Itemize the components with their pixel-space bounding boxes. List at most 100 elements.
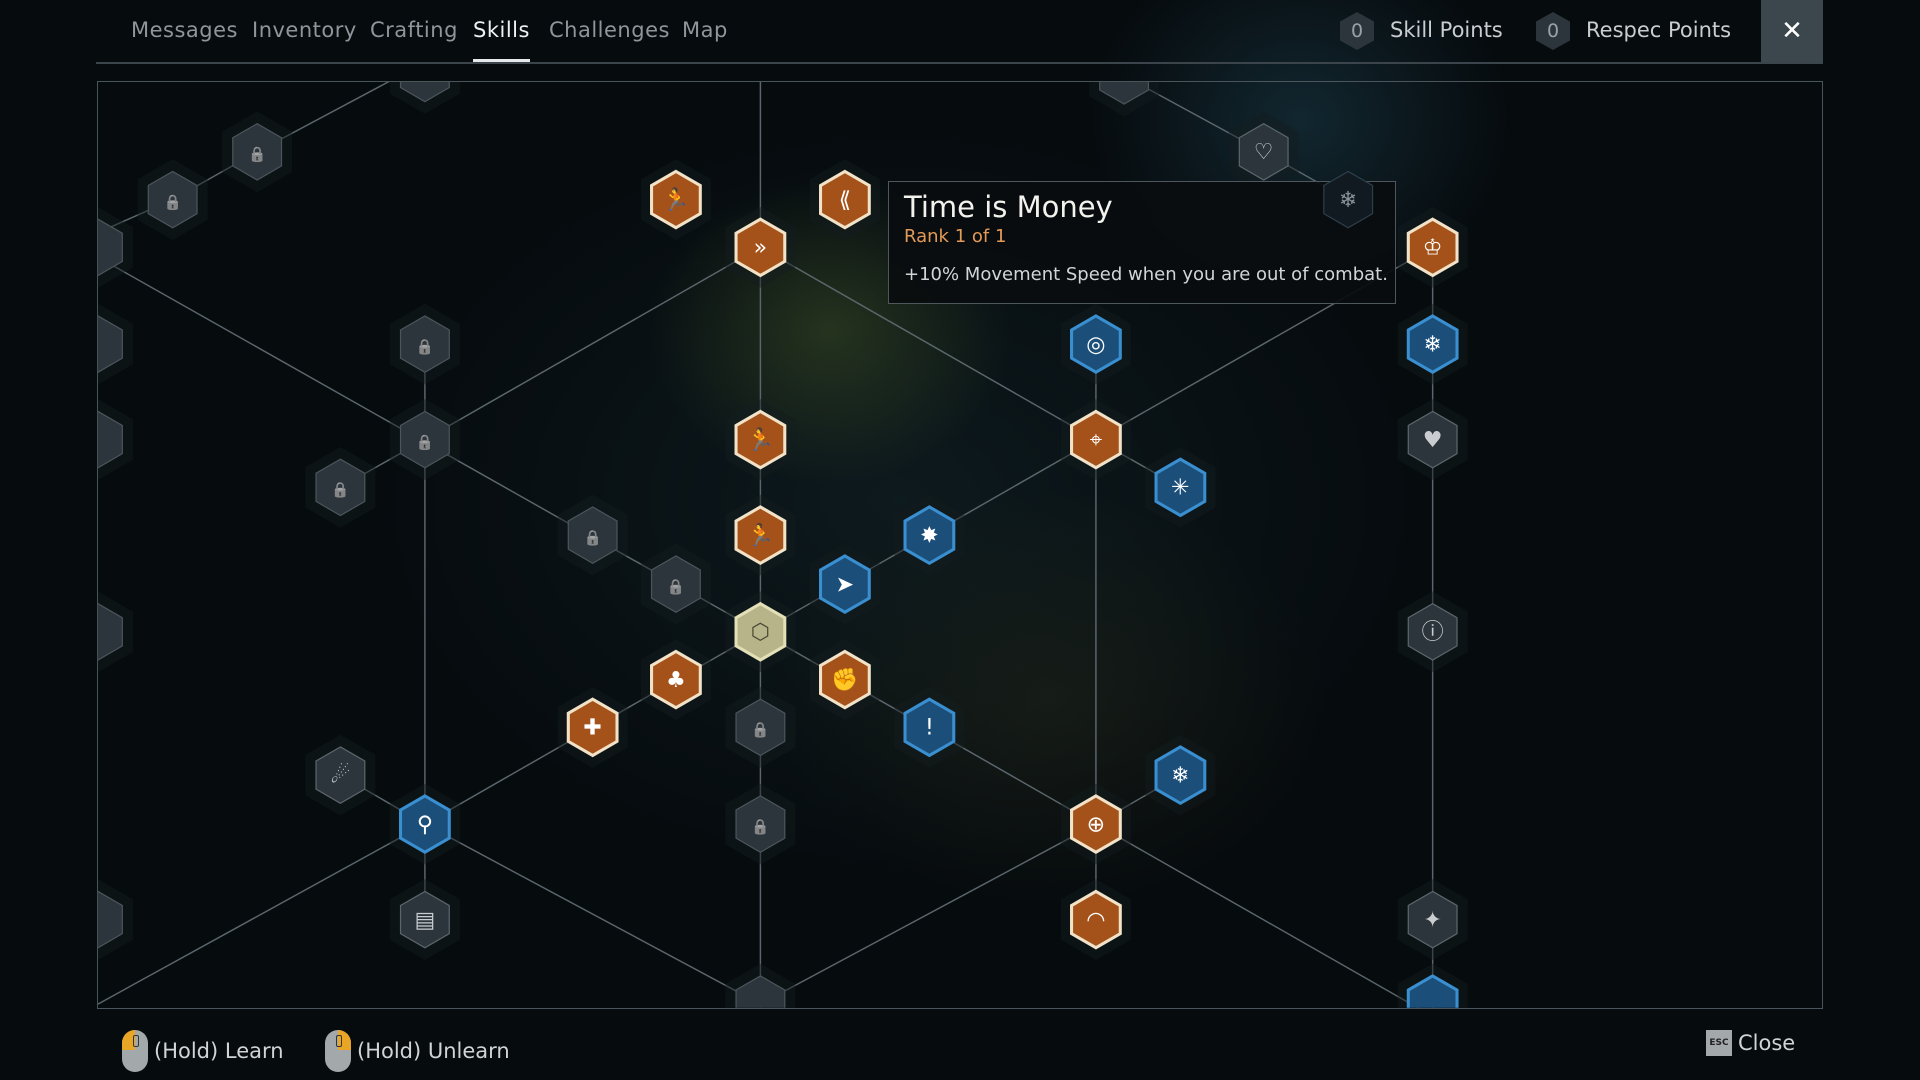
skill-node[interactable] bbox=[63, 206, 133, 288]
skill-node-frost[interactable]: ❄ bbox=[1323, 170, 1374, 229]
lock-icon: 🔒 bbox=[667, 578, 685, 595]
connector-line bbox=[760, 246, 1097, 441]
connector-line bbox=[424, 823, 761, 1005]
node-hexagon bbox=[97, 410, 123, 469]
skill-node-alert[interactable]: ⓘ bbox=[1397, 591, 1468, 673]
skill-node[interactable] bbox=[63, 879, 133, 960]
skill-node-cube[interactable]: ⬡ bbox=[725, 591, 796, 673]
skill-node-bullet[interactable]: ➤ bbox=[809, 543, 880, 625]
skill-node[interactable] bbox=[63, 303, 133, 385]
respec-points-label: Respec Points bbox=[1586, 18, 1732, 42]
skill-node-person-radar[interactable]: ☄ bbox=[305, 734, 376, 816]
node-hexagon bbox=[734, 505, 787, 566]
skill-node-clover[interactable]: ♣ bbox=[640, 639, 711, 720]
tab-skills[interactable]: Skills bbox=[473, 18, 530, 62]
skill-node-shield[interactable]: ! bbox=[894, 686, 965, 768]
node-hexagon bbox=[650, 169, 702, 230]
skill-node[interactable] bbox=[1397, 963, 1468, 1045]
skill-node-burst[interactable]: ✸ bbox=[894, 494, 965, 576]
skill-node-heart-ammo[interactable]: ♥ bbox=[1397, 399, 1468, 480]
skill-node-frost[interactable]: ❄ bbox=[1145, 734, 1216, 816]
node-hexagon bbox=[97, 602, 123, 661]
skill-node-heal-plus[interactable]: ✚ bbox=[557, 686, 628, 768]
skill-node-dash[interactable]: » bbox=[725, 206, 796, 288]
skill-node-runner[interactable]: 🏃 bbox=[640, 159, 711, 240]
tab-challenges[interactable]: Challenges bbox=[549, 18, 670, 42]
tab-map[interactable]: Map bbox=[682, 18, 728, 42]
skill-node-frost-ammo[interactable]: ❄ bbox=[1397, 303, 1468, 385]
heart-icon: ♡ bbox=[1254, 140, 1274, 165]
tab-inventory[interactable]: Inventory bbox=[252, 18, 357, 42]
scope-icon: ◎ bbox=[1086, 332, 1105, 357]
tooltip-description: +10% Movement Speed when you are out of … bbox=[904, 264, 1388, 285]
skill-node-lock[interactable]: 🔒 bbox=[305, 446, 376, 528]
node-hexagon bbox=[399, 794, 451, 855]
medkit-icon: ⊕ bbox=[1087, 812, 1105, 837]
skill-node-lock[interactable]: 🔒 bbox=[222, 111, 293, 193]
skill-node-heart[interactable]: ♡ bbox=[1228, 111, 1299, 193]
node-hexagon bbox=[818, 169, 871, 230]
skill-node-magic-wand[interactable]: ✦ bbox=[1397, 879, 1468, 960]
skill-node-medkit[interactable]: ⊕ bbox=[1060, 783, 1131, 865]
skill-node[interactable] bbox=[725, 963, 796, 1045]
tab-crafting[interactable]: Crafting bbox=[370, 18, 458, 42]
esc-key-icon: ESC bbox=[1706, 1030, 1732, 1056]
skill-tree-panel bbox=[97, 81, 1823, 1009]
close-button[interactable]: ✕ bbox=[1761, 0, 1823, 62]
skill-node-crown-target[interactable]: ♔ bbox=[1397, 206, 1468, 288]
skill-node-crosshair[interactable]: ⌖ bbox=[1060, 399, 1131, 480]
node-hexagon bbox=[734, 409, 787, 470]
node-hexagon bbox=[1323, 170, 1374, 229]
node-hexagon bbox=[650, 555, 701, 613]
node-hexagon bbox=[147, 170, 198, 229]
node-hexagon bbox=[734, 217, 787, 278]
tooltip-rank: Rank 1 of 1 bbox=[904, 226, 1007, 247]
connector-line bbox=[424, 246, 761, 441]
lock-icon: 🔒 bbox=[164, 194, 182, 211]
node-hexagon bbox=[735, 698, 786, 757]
node-hexagon bbox=[1406, 217, 1459, 278]
frost-ammo-icon: ❄ bbox=[1423, 332, 1441, 357]
node-hexagon bbox=[1070, 794, 1122, 855]
skill-node-lock[interactable]: 🔒 bbox=[640, 543, 711, 625]
skill-node-lock[interactable]: 🔒 bbox=[725, 783, 796, 865]
skill-node-lock[interactable]: 🔒 bbox=[389, 399, 460, 480]
skill-node[interactable] bbox=[63, 399, 133, 480]
burst-icon: ✸ bbox=[920, 523, 938, 548]
skill-node-scope[interactable]: ◎ bbox=[1060, 303, 1131, 385]
connector-line bbox=[97, 823, 426, 1005]
skill-node-search[interactable]: ⚲ bbox=[389, 783, 460, 865]
skill-node-lock[interactable]: 🔒 bbox=[557, 494, 628, 576]
skill-node-fist[interactable]: ✊ bbox=[809, 639, 880, 720]
skill-node-jaws[interactable]: ◠ bbox=[1060, 879, 1131, 960]
node-hexagon bbox=[1407, 890, 1458, 949]
skill-node[interactable] bbox=[389, 33, 460, 114]
skill-node-time-is-money[interactable]: ⟪ bbox=[809, 159, 880, 240]
skill-node-lock[interactable]: 🔒 bbox=[389, 303, 460, 385]
spider-icon: ✳ bbox=[1171, 476, 1189, 501]
node-hexagon bbox=[232, 122, 283, 181]
skill-node-runner[interactable]: 🏃 bbox=[725, 399, 796, 480]
node-hexagon bbox=[735, 795, 786, 853]
search-icon: ⚲ bbox=[417, 812, 433, 837]
crosshair-icon: ⌖ bbox=[1090, 428, 1102, 453]
node-hexagon bbox=[1407, 602, 1458, 661]
frost-icon: ❄ bbox=[1339, 188, 1357, 213]
node-hexagon bbox=[650, 649, 702, 710]
skill-node-crate[interactable]: ▤ bbox=[389, 879, 460, 960]
skill-node-spider[interactable]: ✳ bbox=[1145, 446, 1216, 528]
skill-node-lock[interactable]: 🔒 bbox=[137, 159, 208, 240]
tab-messages[interactable]: Messages bbox=[131, 18, 238, 42]
lock-icon: 🔒 bbox=[584, 529, 602, 546]
skill-node[interactable] bbox=[63, 591, 133, 673]
node-hexagon bbox=[734, 601, 787, 662]
node-hexagon bbox=[735, 975, 786, 1008]
skill-node-runner[interactable]: 🏃 bbox=[725, 494, 796, 576]
skill-node-lock[interactable]: 🔒 bbox=[725, 686, 796, 768]
close-hint[interactable]: ESC Close bbox=[1706, 1030, 1795, 1056]
unlearn-hint: (Hold) Unlearn bbox=[325, 1030, 510, 1072]
skill-points-label: Skill Points bbox=[1390, 18, 1503, 42]
skill-node[interactable] bbox=[1089, 36, 1160, 117]
